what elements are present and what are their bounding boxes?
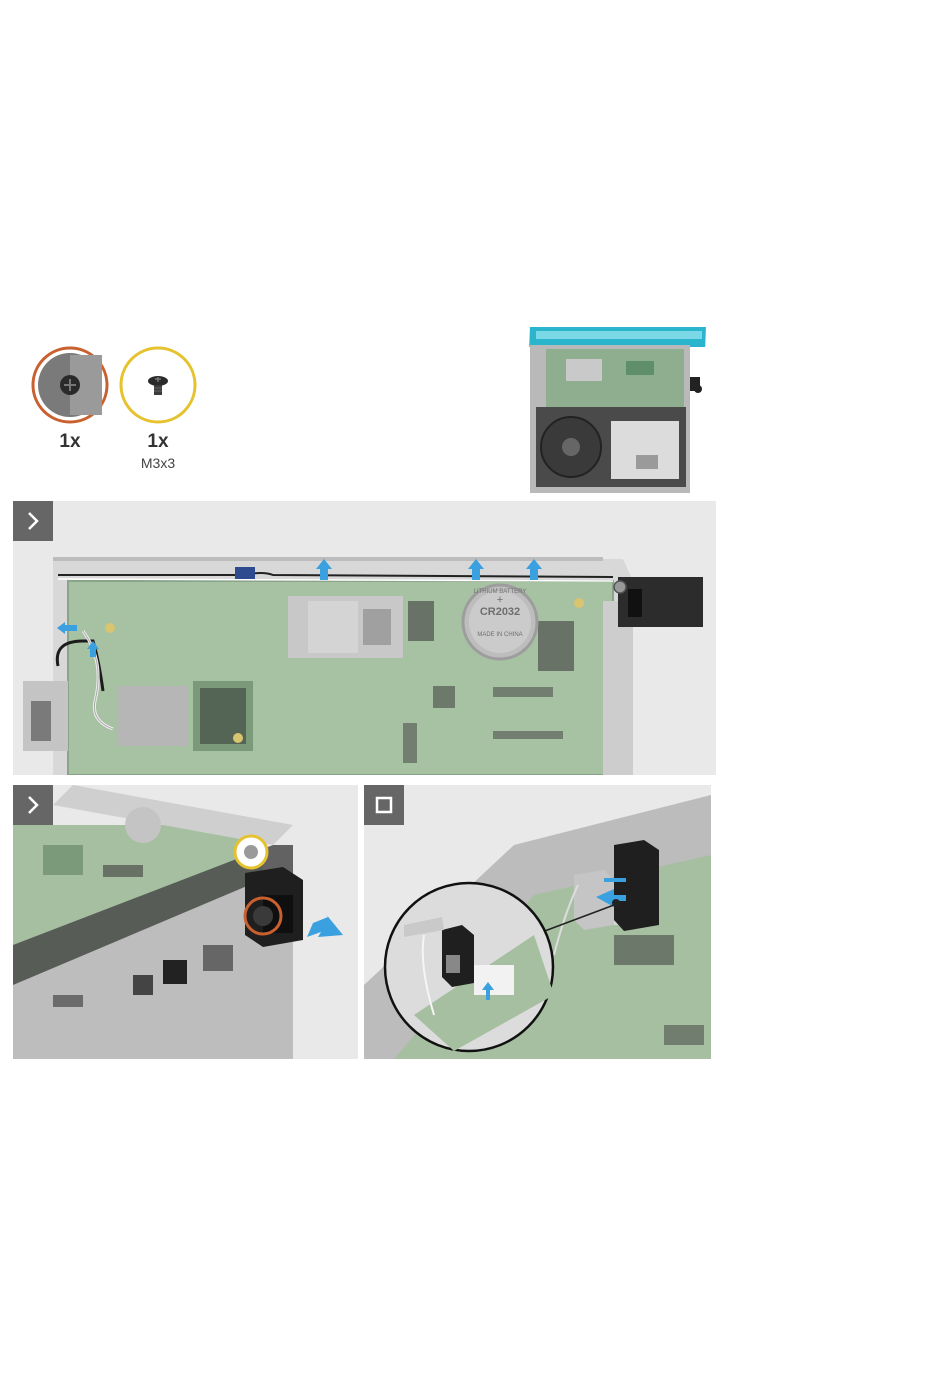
step-3-panel bbox=[364, 785, 711, 1059]
step-2-panel bbox=[13, 785, 358, 1059]
computer-overview-image bbox=[526, 325, 716, 495]
chevron-right-icon bbox=[25, 795, 41, 815]
power-button-removal-illustration bbox=[13, 785, 358, 1059]
step-1-panel: LITHIUM BATTERY + CR2032 MADE IN CHINA bbox=[13, 501, 716, 775]
battery-model-text: CR2032 bbox=[463, 606, 537, 618]
cable-disconnect-illustration bbox=[364, 785, 711, 1059]
screw-count-2: 1x bbox=[118, 431, 198, 453]
m3x3-screw-icon bbox=[118, 345, 198, 425]
step-3-button[interactable] bbox=[364, 785, 404, 825]
stop-square-icon bbox=[375, 796, 393, 814]
screw-type-label: M3x3 bbox=[118, 455, 198, 471]
battery-symbol-text: + bbox=[463, 595, 537, 606]
chevron-right-icon bbox=[25, 511, 41, 531]
motherboard-illustration bbox=[13, 501, 716, 775]
coin-battery-label: LITHIUM BATTERY + CR2032 MADE IN CHINA bbox=[463, 585, 537, 659]
screw-legend: 1x 1x M3x3 bbox=[28, 345, 208, 475]
step-1-button[interactable] bbox=[13, 501, 53, 541]
screw-count-1: 1x bbox=[30, 431, 110, 453]
step-2-button[interactable] bbox=[13, 785, 53, 825]
battery-origin-text: MADE IN CHINA bbox=[463, 632, 537, 638]
phillips-screw-location-icon bbox=[30, 345, 110, 425]
